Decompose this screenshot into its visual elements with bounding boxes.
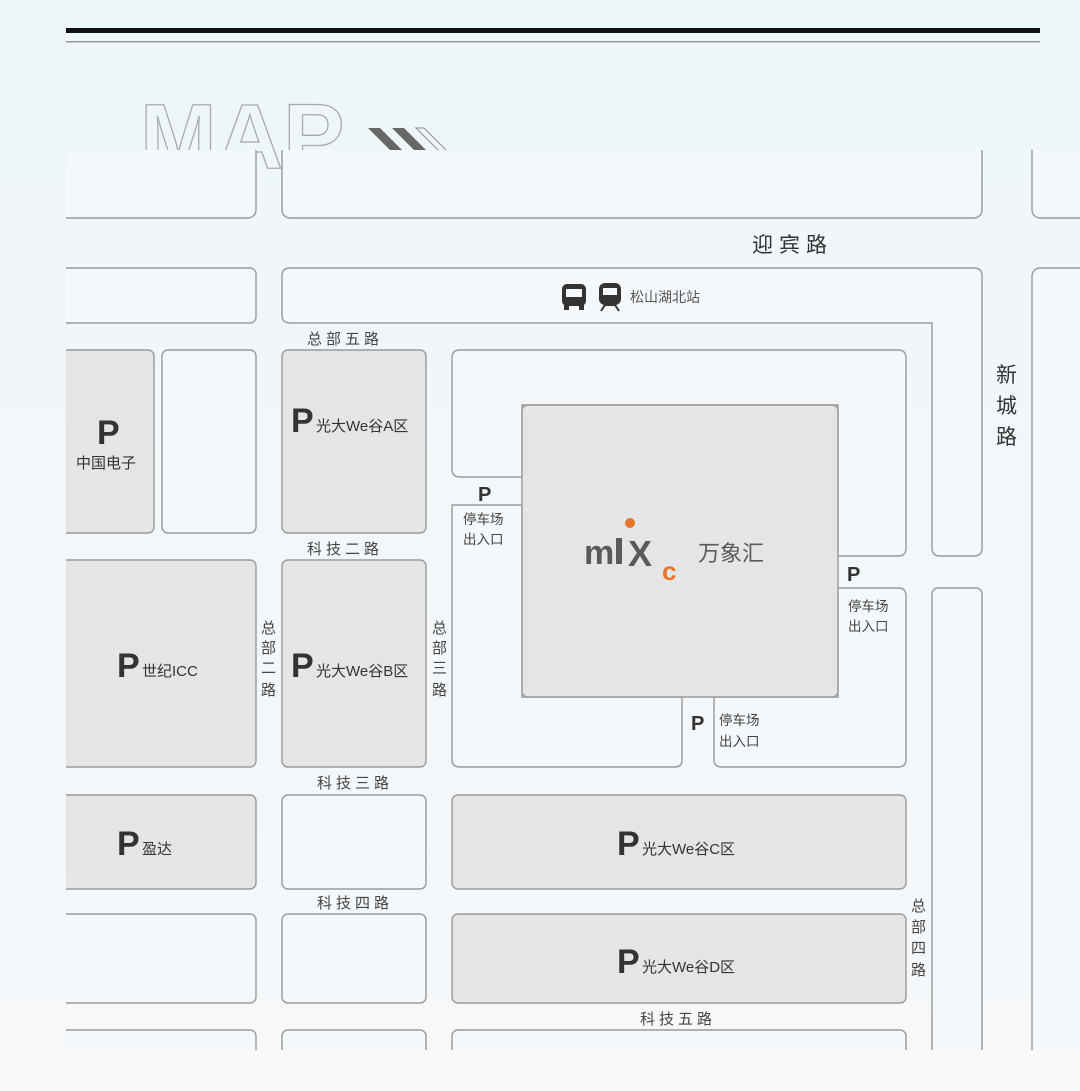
block bbox=[281, 150, 983, 219]
road-char: 总 bbox=[261, 620, 276, 637]
lot-shiji-icc bbox=[66, 559, 257, 768]
block bbox=[281, 1029, 427, 1050]
entrance-line2: 出入口 bbox=[848, 619, 889, 634]
road-char: 部 bbox=[911, 919, 926, 936]
parking-name: 世纪ICC bbox=[142, 663, 198, 680]
block bbox=[66, 150, 257, 219]
parking-p: P bbox=[291, 647, 314, 685]
bus-icon bbox=[562, 284, 586, 310]
mall-name: 万象汇 bbox=[698, 541, 764, 566]
block bbox=[451, 1029, 907, 1050]
mixc-mall bbox=[521, 404, 839, 698]
parking-name: 中国电子 bbox=[76, 455, 136, 472]
road-char: 三 bbox=[432, 660, 447, 677]
top-rule bbox=[66, 28, 1040, 33]
entrance-p: P bbox=[847, 564, 860, 586]
road-char: 四 bbox=[911, 940, 926, 957]
block bbox=[931, 587, 983, 1050]
road-zongbu5: 总部五路 bbox=[307, 331, 383, 348]
train-icon bbox=[599, 283, 621, 312]
entrance-p: P bbox=[691, 713, 704, 735]
road-zongbu2: 总 部 二 路 bbox=[261, 620, 276, 699]
parking-p: P bbox=[617, 943, 640, 981]
road-keji2: 科技二路 bbox=[307, 541, 383, 558]
parking-p: P bbox=[117, 825, 140, 863]
entrance-line2: 出入口 bbox=[719, 734, 760, 749]
block bbox=[161, 349, 257, 534]
block bbox=[66, 1029, 257, 1050]
svg-text:X: X bbox=[628, 533, 652, 574]
road-xincheng: 新 城 路 bbox=[996, 364, 1023, 449]
lot-guangda-a bbox=[281, 349, 427, 534]
lot-yingda bbox=[66, 794, 257, 890]
entrance-p: P bbox=[478, 484, 491, 506]
entrance-line1: 停车场 bbox=[719, 712, 760, 728]
entrance-line1: 停车场 bbox=[463, 511, 504, 527]
block bbox=[713, 587, 907, 768]
block bbox=[281, 794, 427, 890]
lot-zhongguodianzi bbox=[66, 349, 155, 534]
road-char: 路 bbox=[261, 682, 276, 699]
top-rule-thin bbox=[66, 41, 1040, 43]
mixc-logo: m X c 万象汇 bbox=[584, 518, 764, 586]
svg-text:c: c bbox=[662, 556, 676, 586]
parking-name: 光大We谷C区 bbox=[642, 841, 735, 858]
road-keji3: 科技三路 bbox=[317, 775, 393, 792]
road-char: 总 bbox=[432, 620, 447, 637]
parking-name: 光大We谷A区 bbox=[316, 418, 408, 435]
svg-text:m: m bbox=[584, 534, 613, 572]
road-char: 二 bbox=[261, 660, 276, 677]
block bbox=[281, 913, 427, 1004]
road-char: 总 bbox=[911, 898, 926, 915]
parking-p: P bbox=[97, 414, 120, 452]
block bbox=[1031, 150, 1080, 219]
lot-guangda-d bbox=[451, 913, 907, 1004]
entrance-line1: 停车场 bbox=[848, 598, 889, 614]
road-char: 部 bbox=[432, 640, 447, 657]
parking-p: P bbox=[617, 825, 640, 863]
block bbox=[66, 267, 257, 324]
road-char: 路 bbox=[911, 962, 926, 979]
block bbox=[66, 913, 257, 1004]
lot-guangda-b bbox=[281, 559, 427, 768]
block bbox=[451, 349, 907, 557]
road-keji4: 科技四路 bbox=[317, 895, 393, 912]
block bbox=[451, 504, 683, 768]
parking-name: 光大We谷D区 bbox=[642, 959, 735, 976]
road-char: 路 bbox=[996, 426, 1023, 449]
road-char: 部 bbox=[261, 640, 276, 657]
station-name: 松山湖北站 bbox=[630, 289, 700, 305]
road-zongbu3: 总 部 三 路 bbox=[432, 620, 447, 699]
block-station bbox=[281, 267, 983, 557]
block bbox=[1031, 267, 1080, 1050]
road-yingbin: 迎宾路 bbox=[752, 234, 833, 257]
parking-name: 盈达 bbox=[142, 841, 172, 858]
road-keji5: 科技五路 bbox=[640, 1011, 716, 1028]
road-char: 城 bbox=[996, 395, 1023, 418]
entrance-line2: 出入口 bbox=[463, 532, 504, 547]
parking-p: P bbox=[291, 402, 314, 440]
road-zongbu4: 总 部 四 路 bbox=[911, 898, 926, 979]
parking-p: P bbox=[117, 647, 140, 685]
road-char: 新 bbox=[996, 364, 1023, 387]
lot-guangda-c bbox=[451, 794, 907, 890]
parking-name: 光大We谷B区 bbox=[316, 663, 408, 680]
road-char: 路 bbox=[432, 682, 447, 699]
